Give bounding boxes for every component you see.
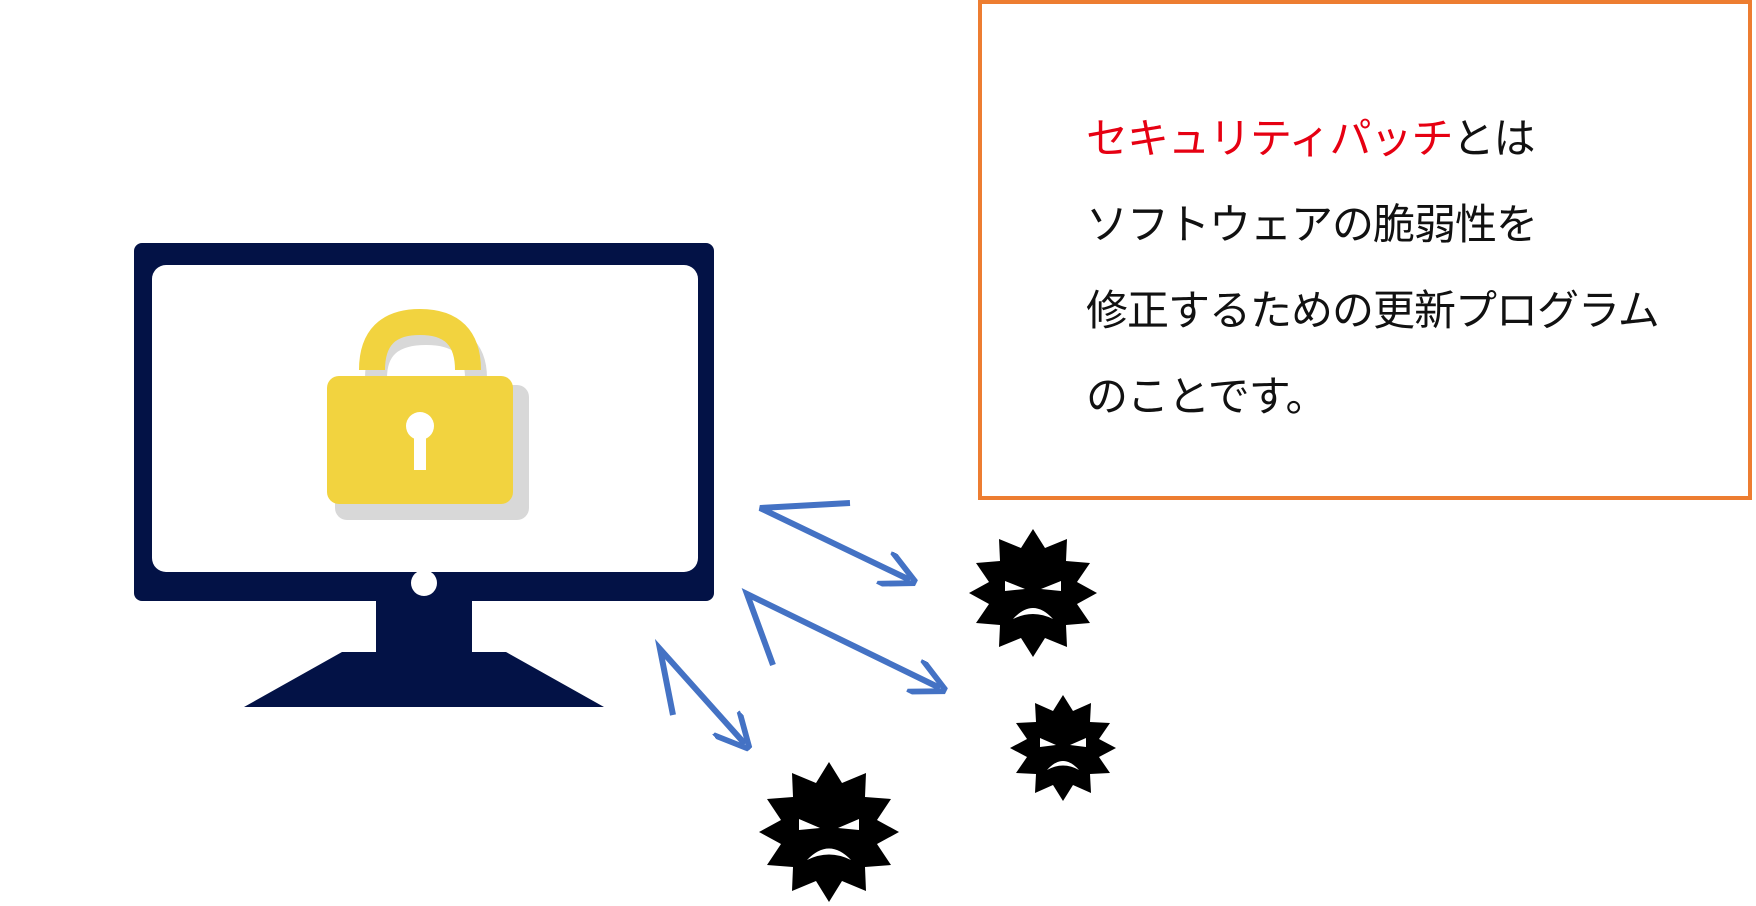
definition-line-1: セキュリティパッチとは [1086,96,1659,182]
definition-line-4: のことです。 [1086,372,1328,421]
virus-icon [969,529,1097,657]
definition-line-3: 修正するための更新プログラム [1086,286,1660,335]
definition-box: セキュリティパッチとは ソフトウェアの脆弱性を 修正するための更新プログラム の… [978,0,1752,500]
arrow-icon [654,638,745,744]
arrow-icon [741,588,940,688]
term-highlight: セキュリティパッチ [1086,114,1453,163]
padlock-icon [327,308,529,520]
definition-line-1-rest: とは [1452,114,1535,163]
virus-icon [1010,695,1116,801]
attack-arrows [654,500,940,744]
virus-icon [759,762,899,902]
arrow-icon [758,500,910,580]
definition-text: セキュリティパッチとは ソフトウェアの脆弱性を 修正するための更新プログラム の… [1086,96,1660,440]
definition-line-2: ソフトウェアの脆弱性を [1086,200,1538,249]
